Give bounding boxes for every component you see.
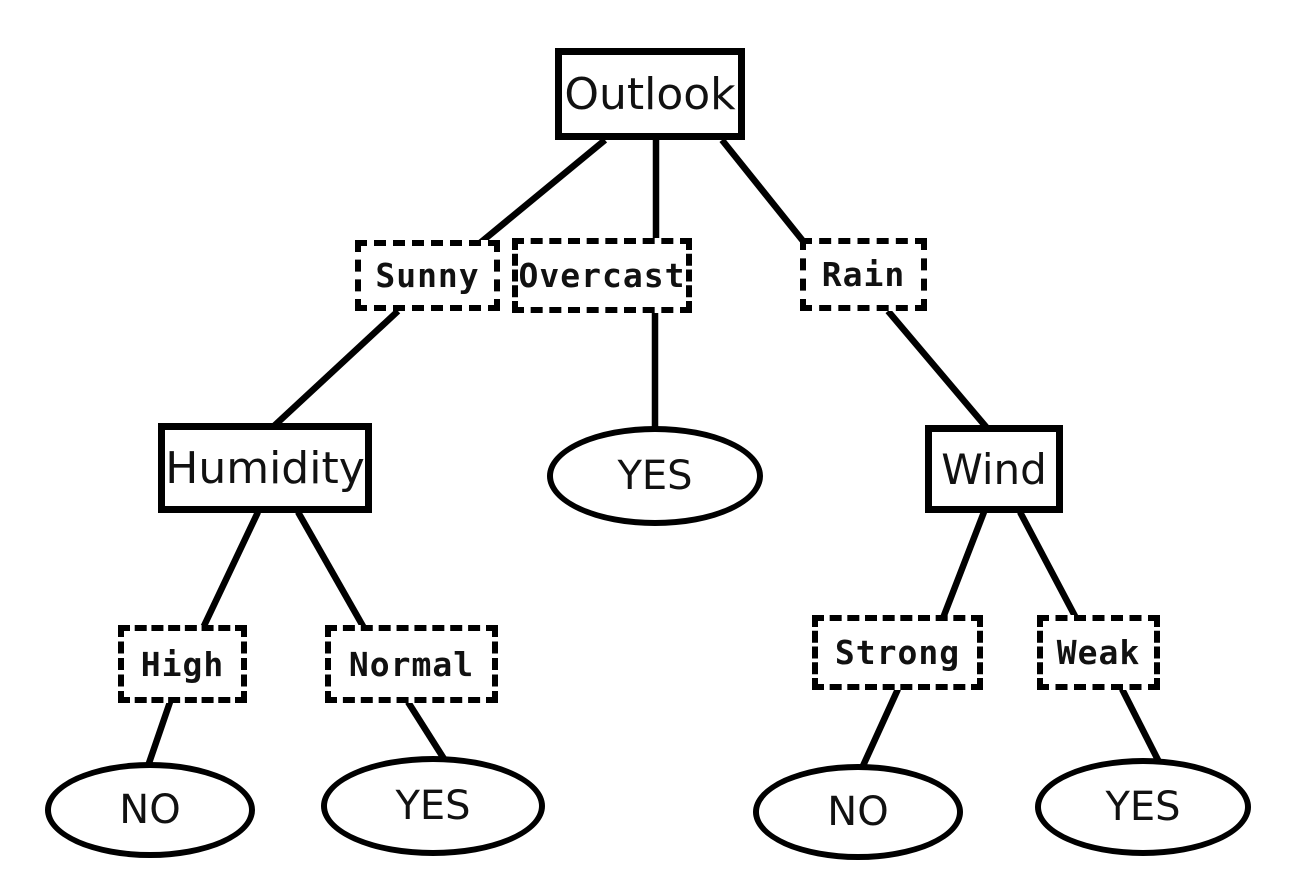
edge-strong-no	[859, 687, 901, 770]
node-leaf-yes-normal: YES	[321, 756, 545, 856]
edge-sunny-humidity	[271, 308, 401, 429]
node-leaf-yes-overcast-label: YES	[617, 453, 693, 499]
node-leaf-no-strong: NO	[753, 764, 963, 860]
node-leaf-yes-normal-label: YES	[395, 783, 471, 829]
node-high-label: High	[140, 644, 225, 684]
node-weak-label: Weak	[1056, 633, 1141, 672]
node-sunny: Sunny	[355, 240, 500, 311]
node-rain: Rain	[800, 238, 927, 311]
node-leaf-yes-weak-label: YES	[1105, 784, 1181, 830]
node-humidity: Humidity	[158, 423, 372, 513]
node-overcast: Overcast	[512, 238, 692, 313]
node-weak: Weak	[1037, 615, 1160, 690]
node-leaf-yes-overcast: YES	[547, 426, 763, 526]
edge-humidity-normal	[295, 510, 367, 630]
node-normal-label: Normal	[348, 644, 475, 684]
node-wind-label: Wind	[941, 444, 1047, 494]
edge-high-no	[144, 700, 174, 768]
node-leaf-no-high: NO	[45, 762, 255, 858]
node-outlook: Outlook	[555, 48, 745, 140]
edge-outlook-rain	[719, 137, 806, 244]
edge-wind-weak	[1017, 510, 1079, 620]
node-leaf-no-strong-label: NO	[827, 789, 889, 835]
node-outlook-label: Outlook	[564, 68, 736, 120]
node-strong: Strong	[812, 615, 983, 690]
node-normal: Normal	[325, 625, 498, 703]
edge-outlook-sunny	[477, 137, 608, 246]
node-strong-label: Strong	[834, 633, 961, 672]
node-wind: Wind	[925, 425, 1063, 513]
node-sunny-label: Sunny	[375, 256, 480, 295]
edge-normal-yes	[405, 700, 449, 764]
edge-rain-wind	[885, 308, 990, 431]
node-rain-label: Rain	[821, 255, 906, 294]
node-leaf-yes-weak: YES	[1035, 758, 1251, 856]
edge-weak-yes	[1119, 687, 1162, 764]
edge-wind-strong	[939, 510, 988, 620]
node-high: High	[118, 625, 247, 703]
node-overcast-label: Overcast	[518, 256, 686, 295]
edge-humidity-high	[200, 510, 261, 630]
node-humidity-label: Humidity	[165, 442, 365, 494]
node-leaf-no-high-label: NO	[119, 787, 181, 833]
